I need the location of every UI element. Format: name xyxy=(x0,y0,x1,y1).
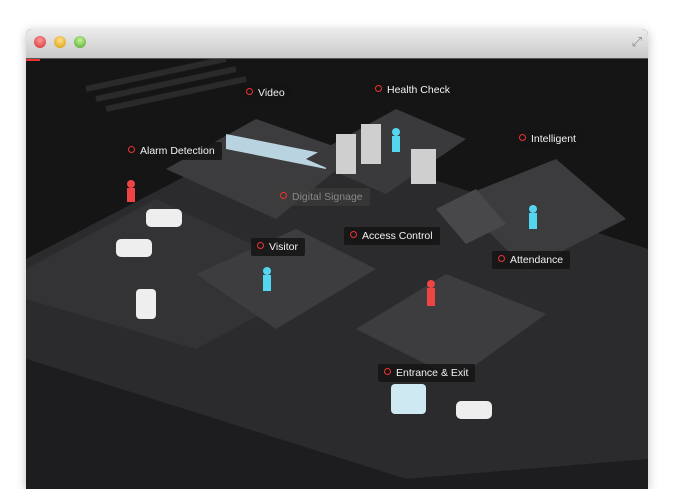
title-bar: ⤢ xyxy=(26,29,648,59)
label-alarm-detection[interactable]: Alarm Detection xyxy=(122,142,222,160)
label-entrance-exit[interactable]: Entrance & Exit xyxy=(378,364,476,382)
map-pin-icon xyxy=(384,368,391,375)
smart-building-scene: Video Health Check Alarm Detection Intel… xyxy=(26,56,648,489)
expand-arrows-icon[interactable]: ⤢ xyxy=(631,34,642,49)
browser-window: ⤢ Video Health Check Alarm Detec xyxy=(26,29,648,489)
label-digital-signage[interactable]: Digital Signage xyxy=(274,188,370,206)
intelligent-room xyxy=(456,159,626,269)
label-health-check[interactable]: Health Check xyxy=(369,81,458,99)
map-pin-icon xyxy=(519,134,526,141)
label-video[interactable]: Video xyxy=(240,84,292,102)
label-visitor[interactable]: Visitor xyxy=(251,238,305,256)
isometric-building-illustration xyxy=(26,56,648,489)
map-pin-icon xyxy=(375,85,382,92)
entrance-gate xyxy=(391,384,426,414)
map-pin-icon xyxy=(246,88,253,95)
label-intelligent[interactable]: Intelligent xyxy=(513,130,583,148)
label-access-control[interactable]: Access Control xyxy=(344,227,440,245)
loading-progress xyxy=(26,59,40,61)
zoom-button[interactable] xyxy=(74,36,86,48)
attendance-room xyxy=(356,274,546,379)
map-pin-icon xyxy=(280,192,287,199)
visitor-room xyxy=(196,229,376,329)
minimize-button[interactable] xyxy=(54,36,66,48)
map-pin-icon xyxy=(128,146,135,153)
map-pin-icon xyxy=(498,255,505,262)
close-button[interactable] xyxy=(34,36,46,48)
label-attendance[interactable]: Attendance xyxy=(492,251,571,269)
map-pin-icon xyxy=(350,231,357,238)
map-pin-icon xyxy=(257,242,264,249)
stairs xyxy=(436,189,506,244)
